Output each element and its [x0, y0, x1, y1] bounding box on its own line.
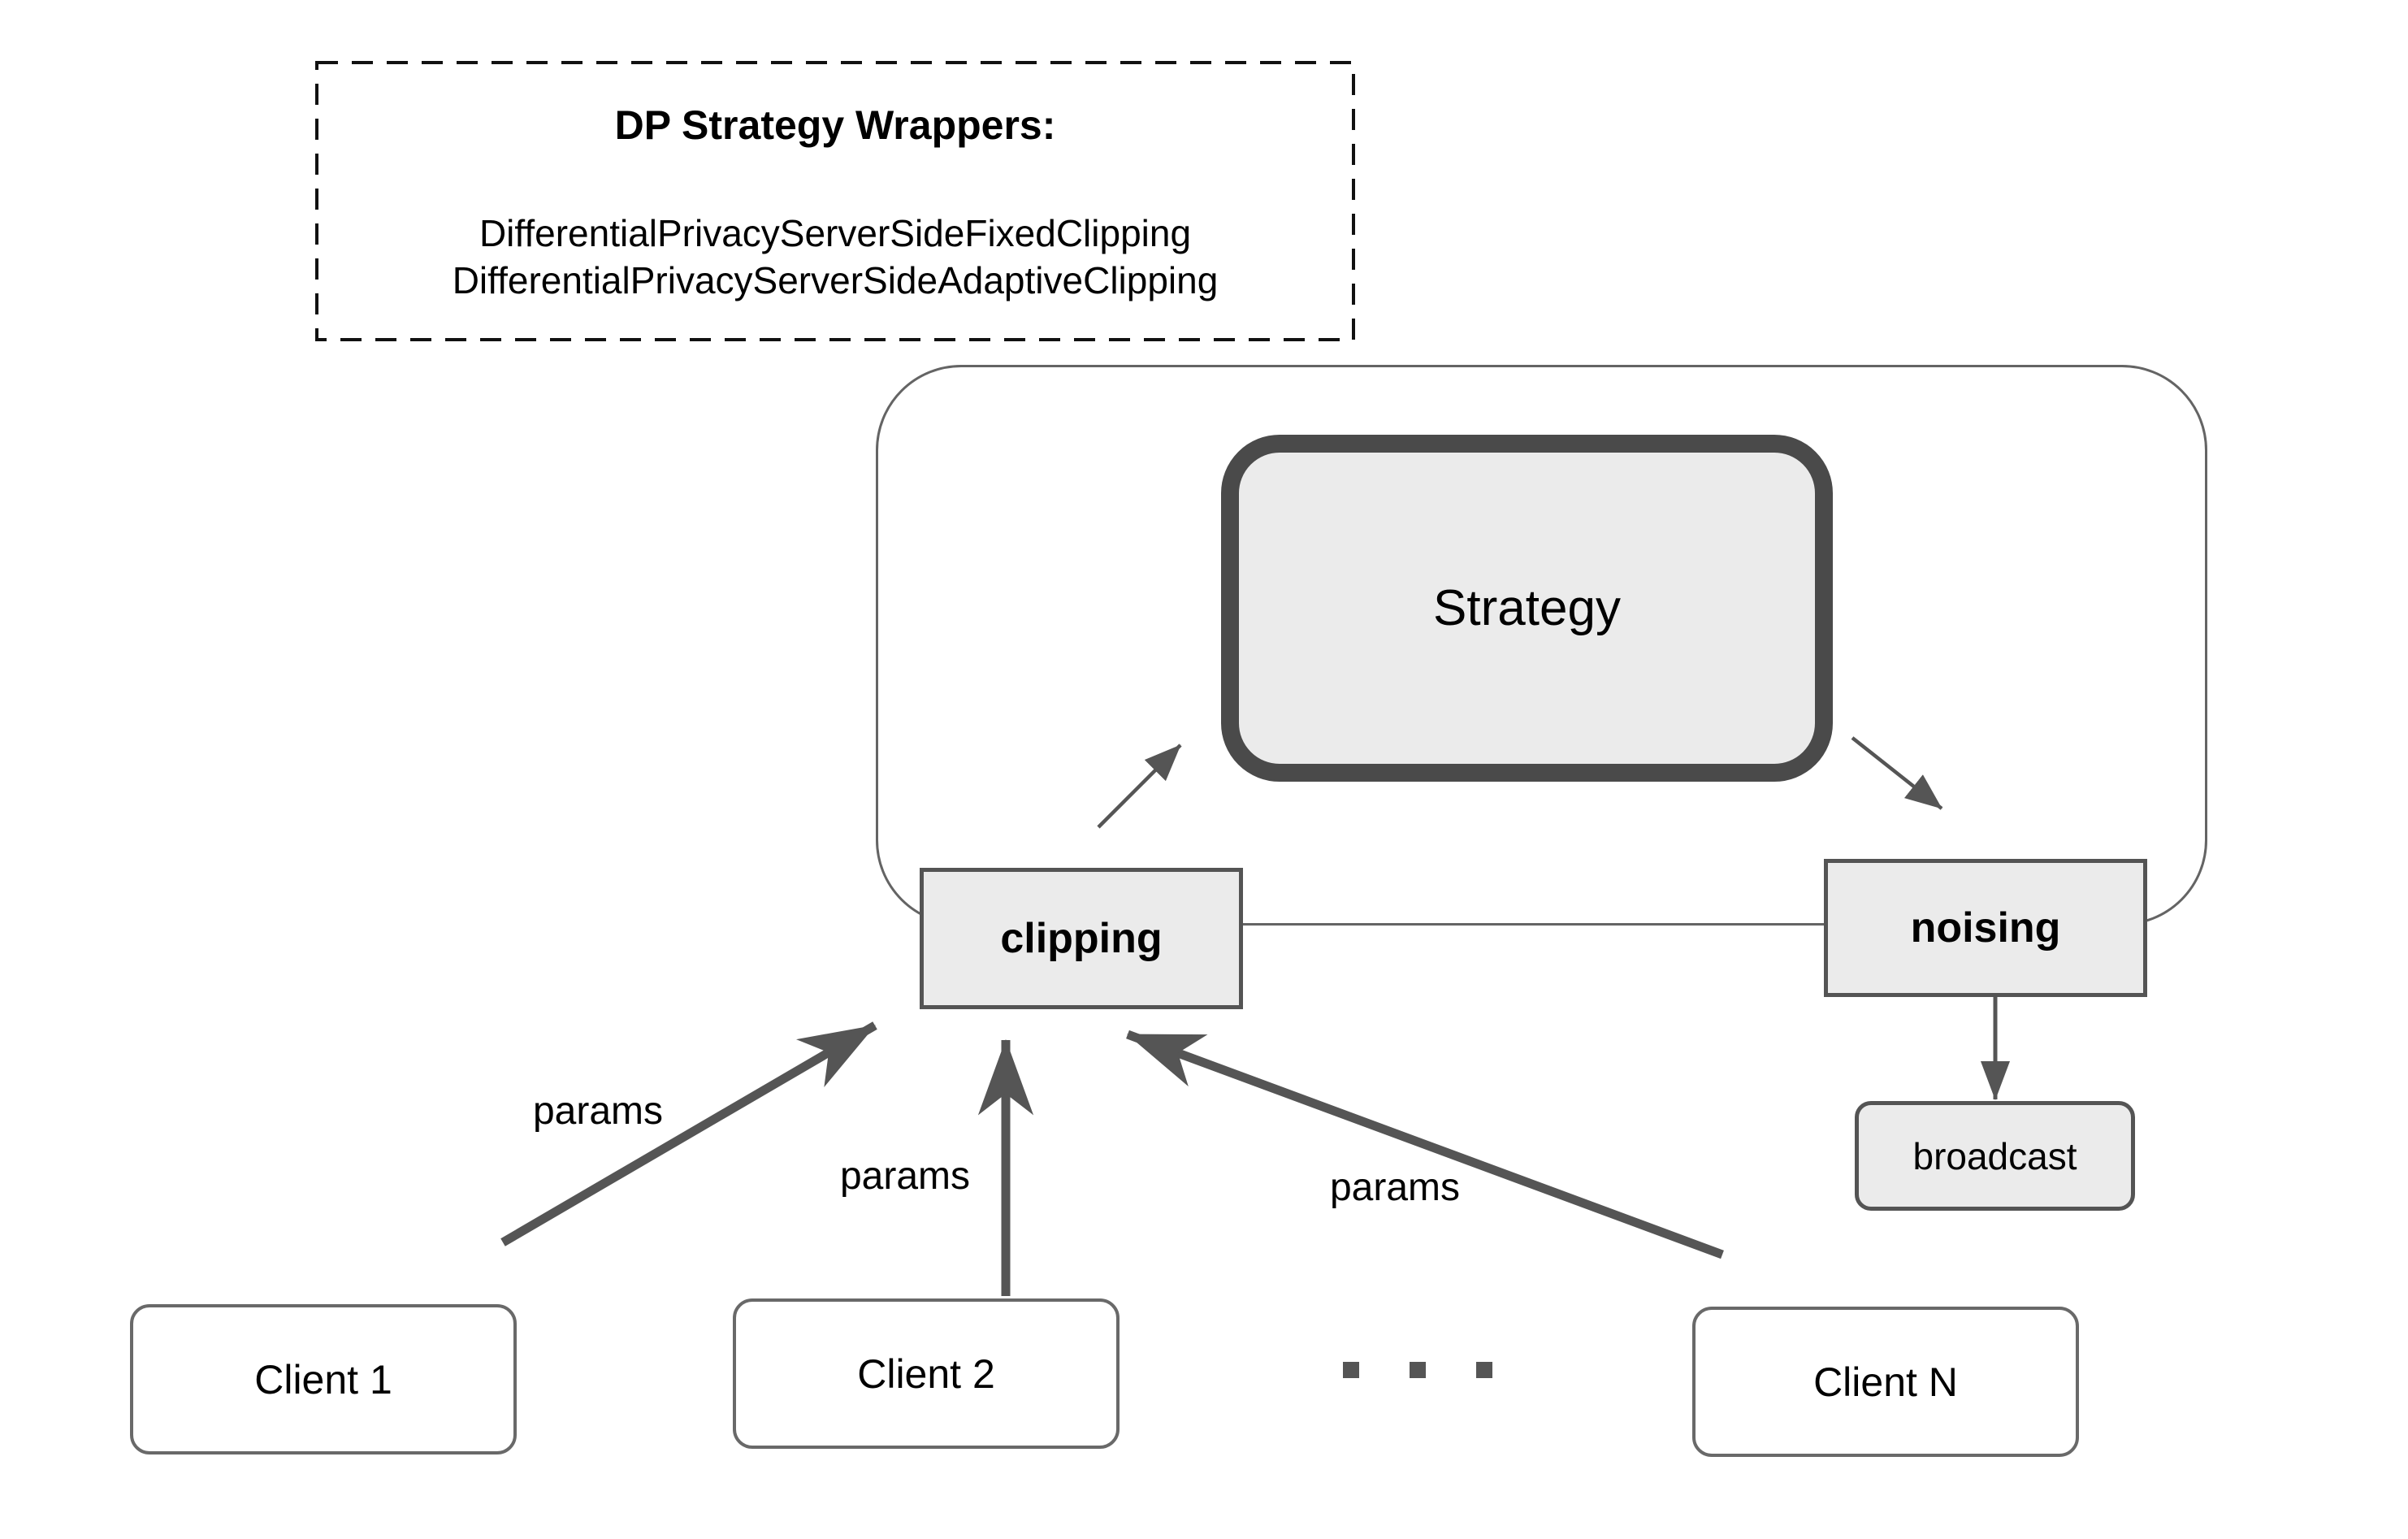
- client-2-box: Client 2: [733, 1298, 1120, 1449]
- clientN-params-arrow: [1126, 1030, 1724, 1259]
- client-n-label: Client N: [1813, 1359, 1958, 1405]
- broadcast-box: broadcast: [1855, 1101, 2135, 1211]
- params-label-client2: params: [839, 1155, 971, 1198]
- clients-ellipsis: [1343, 1361, 1492, 1379]
- client-2-label: Client 2: [857, 1350, 995, 1397]
- note-class-list: DifferentialPrivacyServerSideFixedClippi…: [268, 210, 1402, 304]
- strategy-label: Strategy: [1433, 580, 1621, 636]
- note-class-fixed-clipping: DifferentialPrivacyServerSideFixedClippi…: [479, 212, 1192, 254]
- client-1-box: Client 1: [130, 1304, 517, 1454]
- noising-box: noising: [1824, 859, 2147, 997]
- params-label-client1: params: [532, 1090, 664, 1133]
- client-1-label: Client 1: [254, 1356, 392, 1402]
- params-label-clientN: params: [1329, 1166, 1461, 1209]
- note-title: DP Strategy Wrappers:: [614, 102, 1056, 148]
- server-container-outline: [876, 365, 2207, 926]
- strategy-box: Strategy: [1221, 435, 1833, 782]
- broadcast-label: broadcast: [1912, 1134, 2077, 1177]
- noising-label: noising: [1910, 904, 2061, 952]
- note-class-adaptive-clipping: DifferentialPrivacyServerSideAdaptiveCli…: [452, 259, 1219, 301]
- ellipsis-dot-icon: [1343, 1362, 1359, 1378]
- clipping-label: clipping: [1000, 915, 1163, 962]
- ellipsis-dot-icon: [1410, 1362, 1426, 1378]
- ellipsis-dot-icon: [1476, 1362, 1492, 1378]
- client-n-box: Client N: [1692, 1307, 2079, 1457]
- clipping-box: clipping: [920, 868, 1243, 1009]
